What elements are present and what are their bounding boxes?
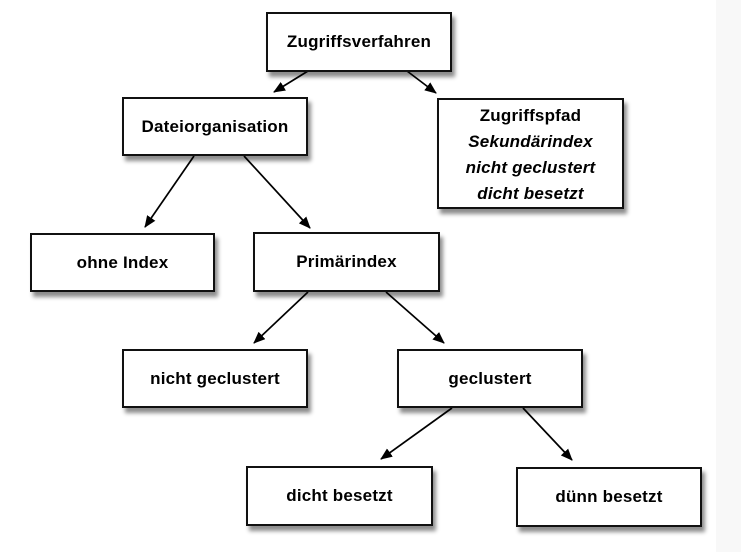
arrow-primaerindex-to-nicht-geclustert: [253, 291, 309, 344]
node-zugriffspfad-line1: Zugriffspfad: [479, 105, 582, 125]
node-ohne-index: ohne Index: [30, 233, 215, 292]
node-geclustert-label: geclustert: [448, 368, 532, 388]
node-geclustert: geclustert: [397, 349, 583, 408]
right-edge-strip: [716, 0, 741, 552]
node-duenn-besetzt-label: dünn besetzt: [555, 487, 663, 506]
arrow-dateiorganisation-to-ohne-index: [144, 155, 195, 228]
node-dateiorganisation: Dateiorganisation: [122, 97, 308, 156]
node-primaerindex-label: Primärindex: [296, 252, 397, 271]
node-zugriffsverfahren-label: Zugriffsverfahren: [286, 32, 432, 51]
node-ohne-index-label: ohne Index: [76, 252, 169, 272]
node-zugriffspfad: Zugriffspfad Sekundärindex nicht geclust…: [437, 98, 624, 209]
node-zugriffspfad-line3: nicht geclustert: [465, 157, 596, 177]
node-nicht-geclustert: nicht geclustert: [122, 349, 308, 408]
node-nicht-geclustert-label: nicht geclustert: [150, 368, 280, 388]
arrow-dateiorganisation-to-primaerindex: [243, 155, 311, 229]
node-zugriffspfad-line2: Sekundärindex: [468, 131, 593, 151]
node-dateiorganisation-label: Dateiorganisation: [141, 116, 289, 136]
node-zugriffsverfahren: Zugriffsverfahren: [266, 12, 452, 72]
arrow-geclustert-to-duenn-besetzt: [522, 407, 573, 461]
node-duenn-besetzt: dünn besetzt: [516, 467, 702, 527]
arrow-primaerindex-to-geclustert: [385, 291, 445, 344]
arrow-zugriffsverfahren-to-zugriffspfad: [406, 70, 437, 94]
node-dicht-besetzt-label: dicht besetzt: [286, 486, 393, 505]
node-dicht-besetzt: dicht besetzt: [246, 466, 433, 526]
arrow-geclustert-to-dicht-besetzt: [380, 407, 453, 460]
arrow-zugriffsverfahren-to-dateiorganisation: [273, 70, 309, 93]
node-primaerindex: Primärindex: [253, 232, 440, 292]
node-zugriffspfad-line4: dicht besetzt: [477, 183, 584, 203]
